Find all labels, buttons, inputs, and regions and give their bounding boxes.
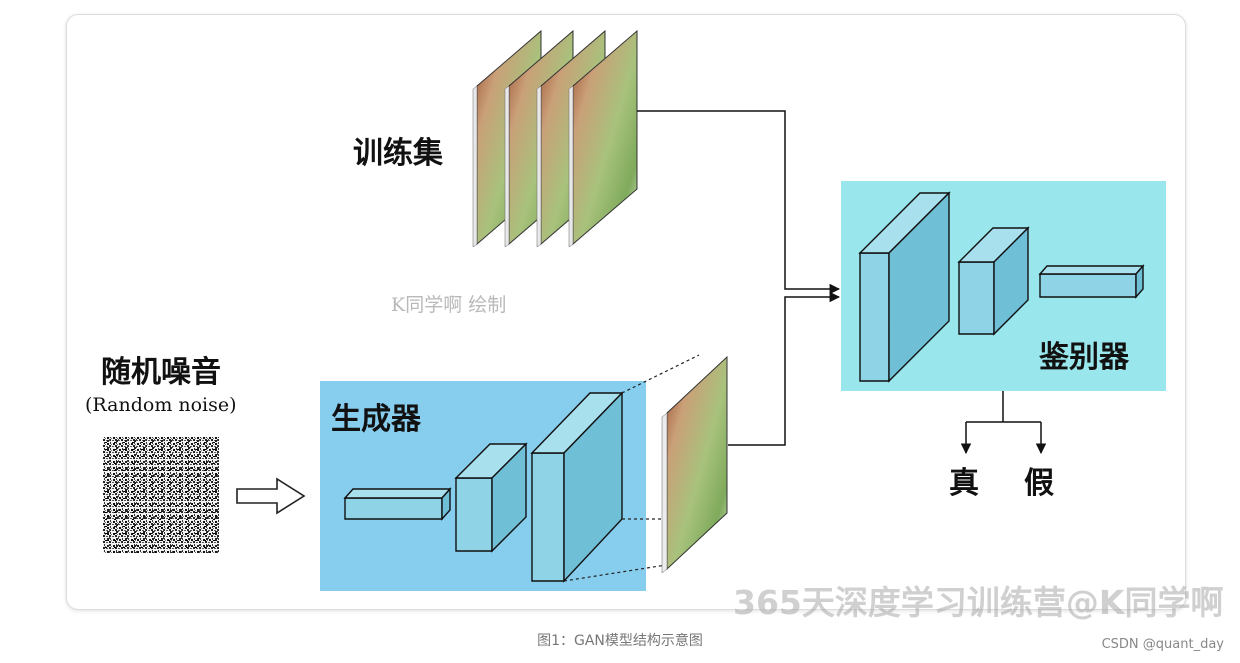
source-credit: CSDN @quant_day [1101,637,1224,652]
discriminator-label: 鉴别器 [1038,340,1130,375]
random-noise-label: 随机噪音 [101,355,221,390]
noise-image [103,437,219,553]
discriminator-layer-3 [1038,264,1145,299]
connector-generated-to-discriminator [728,291,841,446]
connector-training-to-discriminator [637,110,841,295]
generator-label: 生成器 [331,402,422,437]
diagram-card: 训练集 K同学啊 绘制 随机噪音 (Random noise) 生成器 [66,14,1223,622]
watermark: 365天深度学习训练营@K同学啊 [733,583,1223,622]
generator-layer-2 [454,442,528,553]
random-noise-sublabel: (Random noise) [85,394,237,416]
gan-diagram: 训练集 K同学啊 绘制 随机噪音 (Random noise) 生成器 [85,29,1223,622]
generator-layer-1 [343,487,452,521]
input-arrow [236,477,306,515]
figure-caption: 图1：GAN模型结构示意图 [537,633,703,649]
training-image [568,29,638,248]
output-split-lines [960,391,1047,455]
credit-text: K同学啊 绘制 [391,294,506,316]
projection-lines [563,354,700,582]
discriminator-layer-2 [957,226,1030,336]
discriminator-layer-1 [858,191,951,383]
generator-layer-3 [530,391,624,583]
output-fake-label: 假 [1024,466,1054,501]
training-set-label: 训练集 [353,136,444,171]
output-real-label: 真 [949,466,979,501]
generated-image [661,355,728,574]
training-set-images [472,29,638,248]
